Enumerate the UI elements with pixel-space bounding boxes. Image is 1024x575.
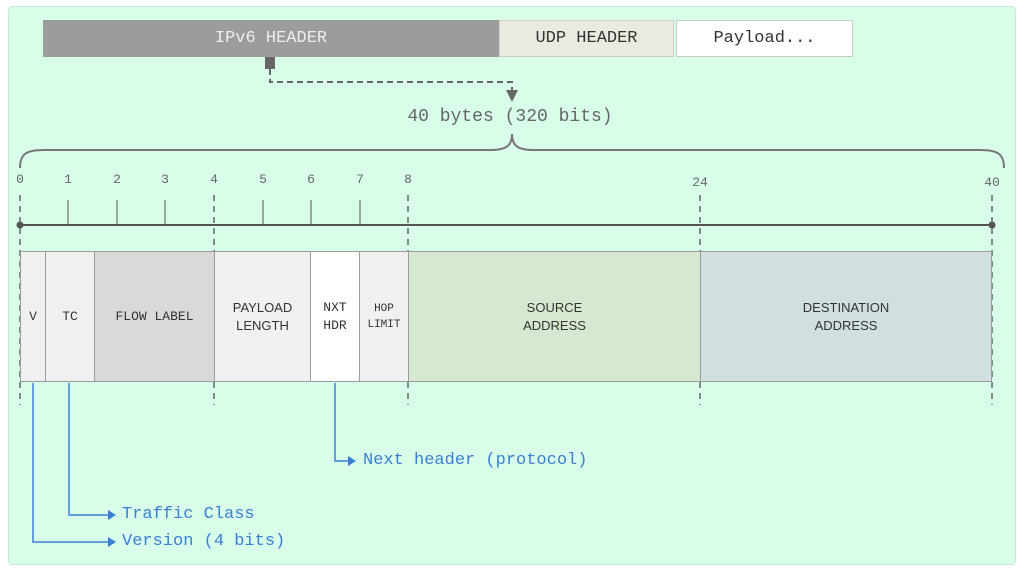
version-callout: Version (4 bits) bbox=[122, 532, 286, 551]
payload-box: Payload... bbox=[676, 20, 853, 57]
tick-label-0: 0 bbox=[16, 172, 24, 187]
traffic-class-arrow bbox=[108, 510, 116, 520]
tick-label-3: 3 bbox=[161, 172, 169, 187]
header-size-label: 40 bytes (320 bits) bbox=[407, 107, 613, 127]
tick-label-6: 6 bbox=[307, 172, 315, 187]
tick-label-5: 5 bbox=[259, 172, 267, 187]
tick-label-8: 8 bbox=[404, 172, 412, 187]
ipv6-connector-line bbox=[269, 69, 513, 92]
field-hop-limit: HOP LIMIT bbox=[359, 251, 409, 382]
udp-header-box: UDP HEADER bbox=[499, 20, 674, 57]
ipv6-header-label: IPv6 HEADER bbox=[214, 29, 328, 48]
udp-header-label: UDP HEADER bbox=[535, 29, 638, 48]
field-source-address: SOURCE ADDRESS bbox=[408, 251, 701, 382]
ipv6-header-box: IPv6 HEADER bbox=[43, 20, 499, 57]
next-header-callout: Next header (protocol) bbox=[363, 451, 588, 470]
ipv6-connector-handle bbox=[265, 57, 275, 69]
tick-label-4: 4 bbox=[210, 172, 218, 187]
field-payload-length: PAYLOAD LENGTH bbox=[214, 251, 311, 382]
field-traffic-class: TC bbox=[45, 251, 95, 382]
ruler-end-dot bbox=[988, 221, 996, 229]
field-destination-address: DESTINATION ADDRESS bbox=[700, 251, 992, 382]
traffic-class-connector bbox=[68, 383, 108, 516]
ruler-start-dot bbox=[16, 221, 24, 229]
tick-label-40: 40 bbox=[984, 175, 1000, 190]
tick-label-2: 2 bbox=[113, 172, 121, 187]
tick-label-1: 1 bbox=[64, 172, 72, 187]
tick-label-7: 7 bbox=[356, 172, 364, 187]
payload-label: Payload... bbox=[713, 29, 816, 48]
version-connector bbox=[32, 383, 108, 543]
traffic-class-callout: Traffic Class bbox=[122, 505, 255, 524]
next-header-connector bbox=[334, 383, 348, 462]
field-next-header: NXT HDR bbox=[310, 251, 360, 382]
size-brace bbox=[19, 133, 1005, 169]
tick-label-24: 24 bbox=[692, 175, 708, 190]
field-flow-label: FLOW LABEL bbox=[94, 251, 215, 382]
field-version: V bbox=[20, 251, 46, 382]
next-header-arrow bbox=[348, 456, 356, 466]
version-arrow bbox=[108, 537, 116, 547]
ipv6-connector-arrow bbox=[506, 90, 518, 102]
